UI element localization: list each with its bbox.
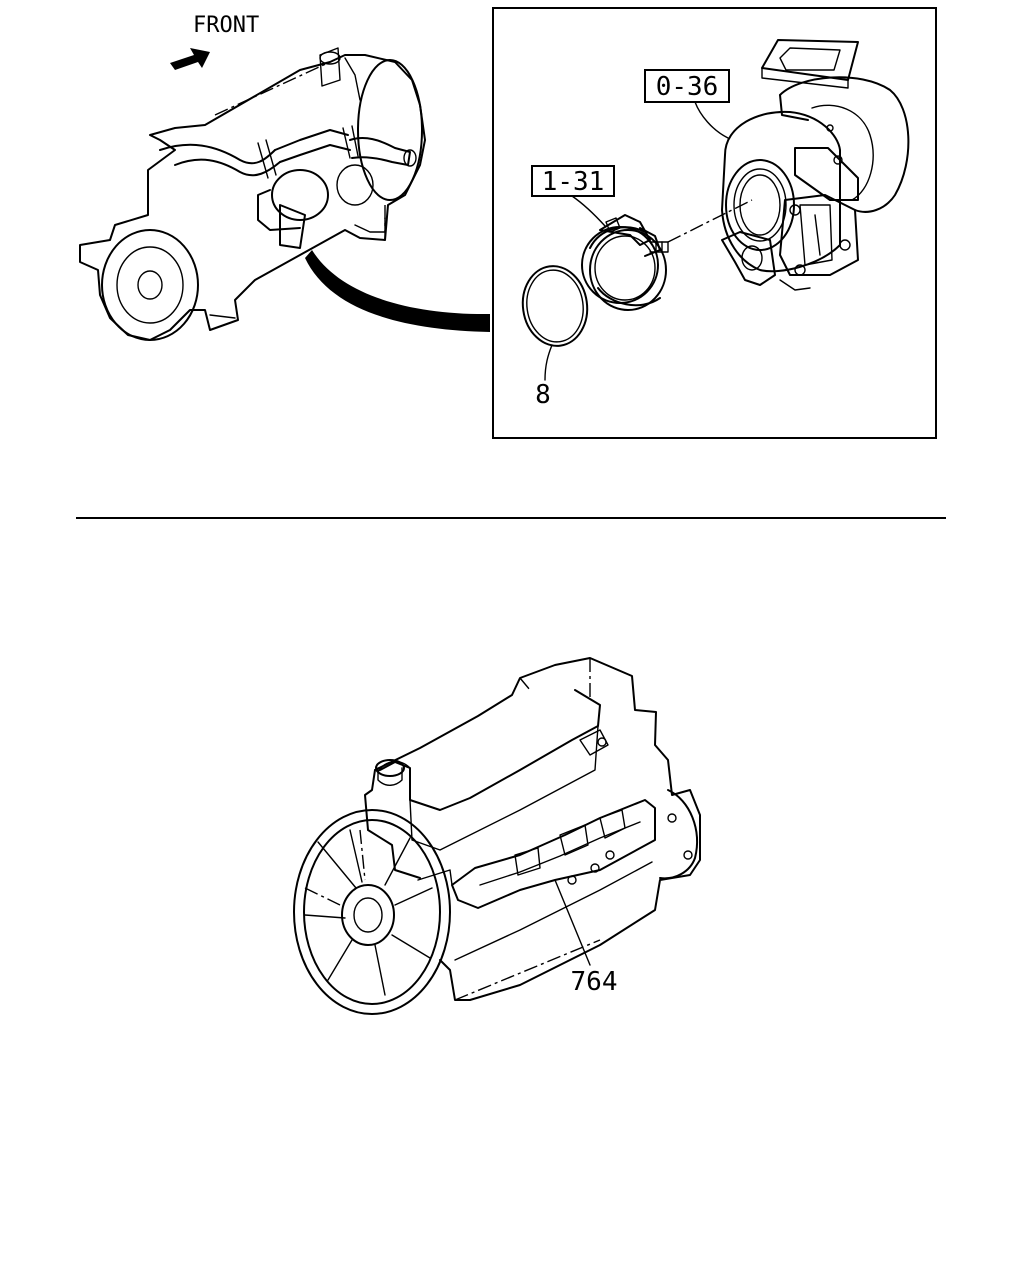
callout-label-heat-shield: 764	[571, 967, 618, 997]
turbocharger-drawing	[721, 39, 910, 291]
bottom-section: 764	[293, 657, 701, 1015]
callout-label-turbocharger: 0-36	[656, 72, 719, 102]
leader-heat-shield	[554, 879, 591, 966]
callout-box-clamp	[531, 165, 615, 197]
engine-overview-drawing	[79, 47, 426, 341]
assembly-centerline	[667, 199, 753, 243]
callout-gasket: 8	[535, 344, 553, 410]
leader-turbocharger	[694, 101, 729, 139]
detail-leader-swoosh	[305, 250, 490, 332]
callout-heat-shield: 764	[554, 879, 618, 997]
front-arrow-icon	[170, 48, 210, 70]
gasket-drawing	[521, 265, 589, 347]
heat-shield	[451, 799, 656, 909]
callout-box-turbocharger	[644, 69, 730, 103]
front-indicator: FRONT	[170, 13, 259, 70]
engine-fan-side-drawing	[293, 657, 701, 1015]
leader-clamp	[571, 195, 606, 227]
callout-clamp: 1-31	[531, 165, 615, 227]
top-section: FRONT	[79, 7, 937, 439]
callout-label-gasket: 8	[535, 380, 551, 410]
front-label: FRONT	[193, 13, 259, 38]
callout-label-clamp: 1-31	[542, 167, 605, 197]
callout-turbocharger: 0-36	[644, 69, 730, 139]
leader-gasket	[544, 344, 553, 381]
clamp-drawing	[581, 214, 669, 311]
detail-frame	[492, 7, 937, 439]
